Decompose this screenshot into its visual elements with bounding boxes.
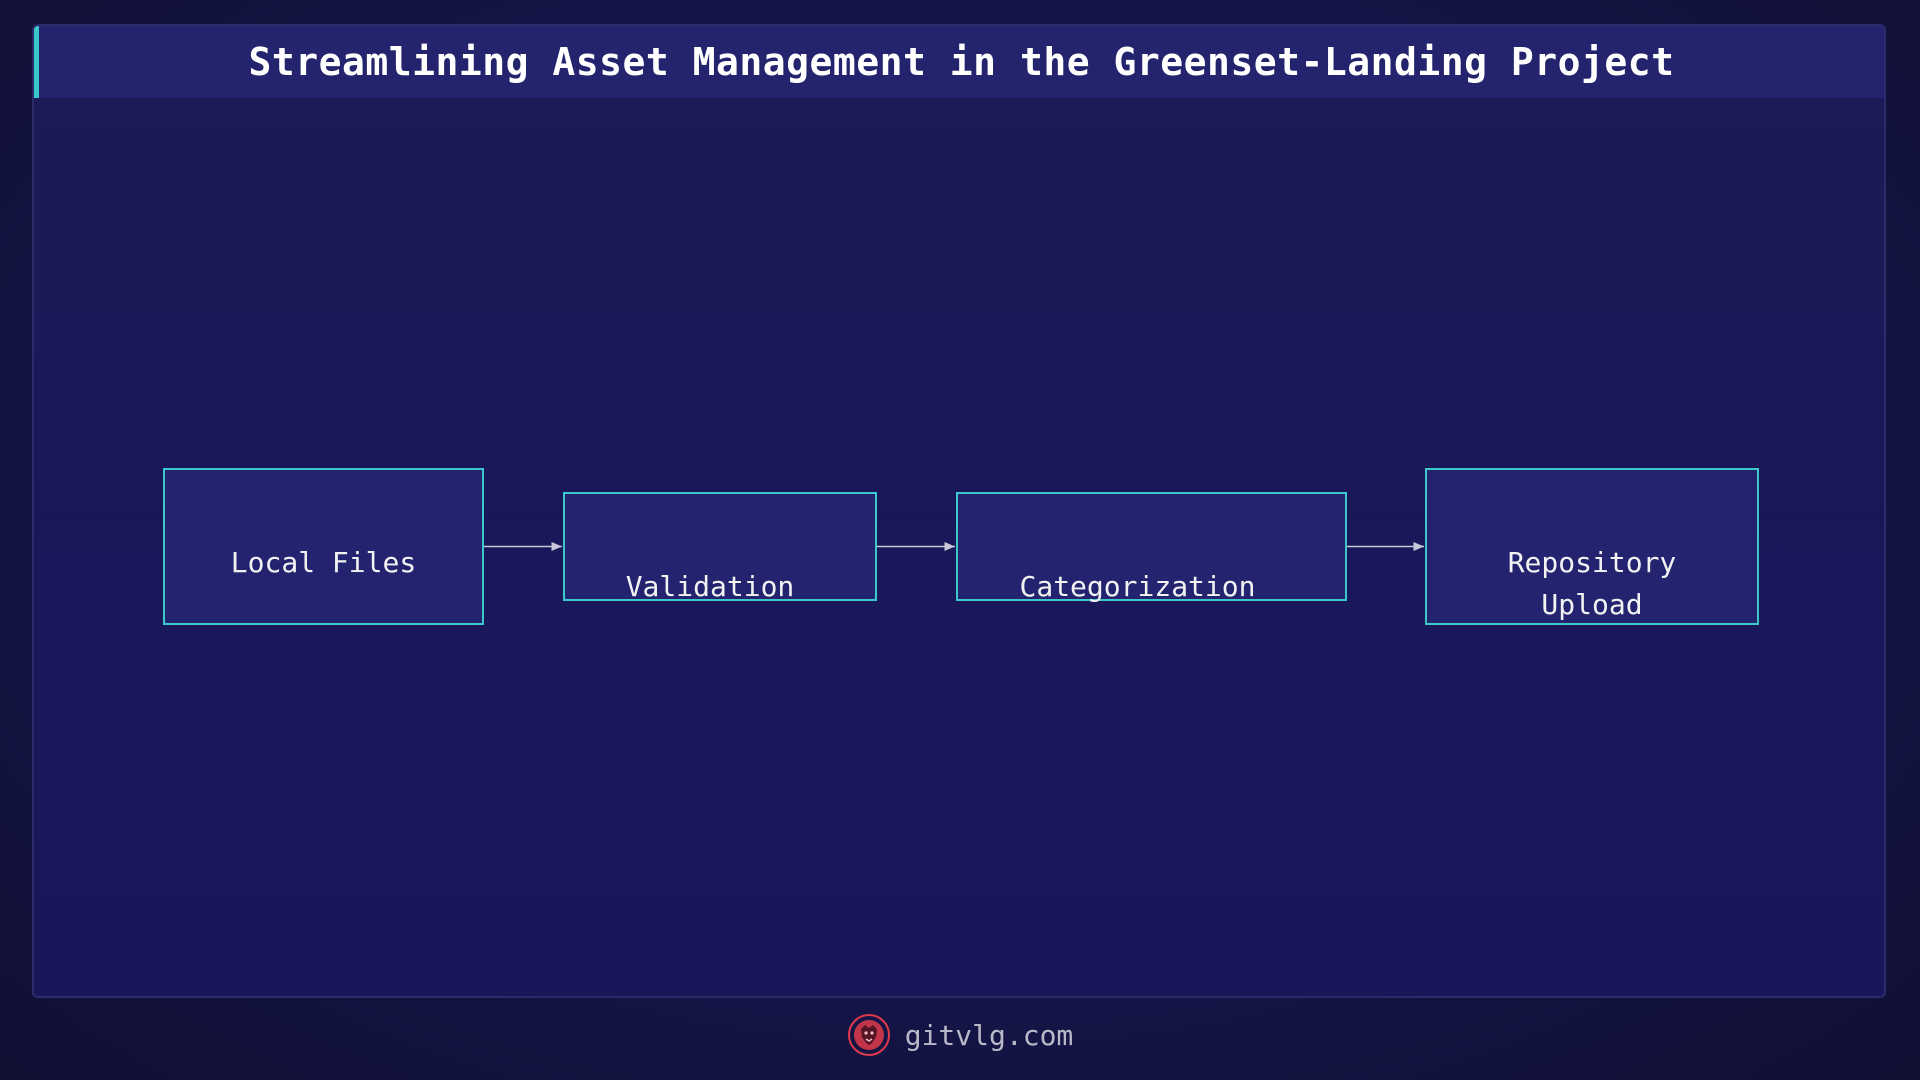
lion-logo-icon[interactable] (847, 1013, 891, 1057)
title-bar: Streamlining Asset Management in the Gre… (34, 26, 1884, 98)
page-title: Streamlining Asset Management in the Gre… (248, 40, 1675, 84)
node-validation: Validation (563, 492, 877, 603)
node-repository-upload: Repository Upload (1425, 468, 1759, 625)
node-label: Validation (625, 570, 795, 603)
footer-site-link[interactable]: gitvlg.com (904, 1018, 1074, 1052)
node-label: Local Files (230, 546, 417, 579)
node-local-files: Local Files (163, 468, 484, 625)
footer: gitvlg.com (0, 1010, 1920, 1060)
node-label: Categorization (1019, 570, 1256, 603)
node-categorization: Categorization (956, 492, 1347, 603)
node-label: Repository Upload (1507, 546, 1677, 621)
